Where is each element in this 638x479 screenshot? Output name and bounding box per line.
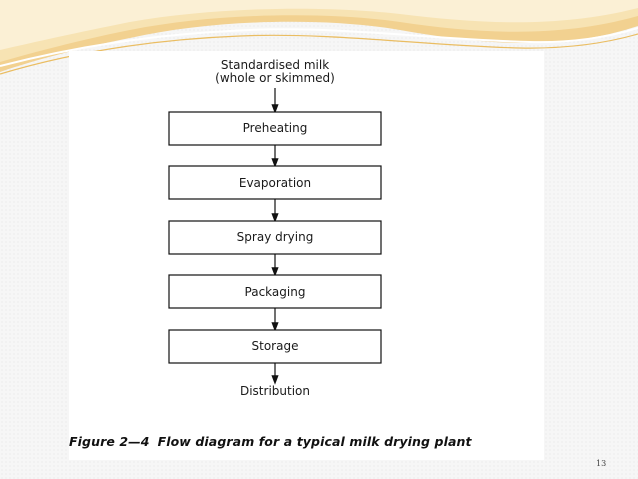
figure-number-label: Figure 2—4 bbox=[69, 434, 150, 449]
output-label: Distribution bbox=[240, 384, 310, 398]
input-label-line1: Standardised milk bbox=[221, 58, 329, 72]
step-box-evaporation bbox=[168, 165, 382, 200]
figure-caption: Figure 2—4 Flow diagram for a typical mil… bbox=[69, 434, 472, 449]
step-label-preheating: Preheating bbox=[243, 121, 308, 135]
step-label-evaporation: Evaporation bbox=[239, 176, 311, 190]
step-box-preheating bbox=[168, 111, 382, 146]
figure-caption-text: Flow diagram for a typical milk drying p… bbox=[157, 434, 472, 449]
figure-panel: Standardised milk (whole or skimmed) Pre… bbox=[69, 51, 544, 460]
milk-drying-flow-diagram: Standardised milk (whole or skimmed) Pre… bbox=[168, 58, 382, 398]
header-swoosh-decoration bbox=[0, 0, 638, 75]
step-label-packaging: Packaging bbox=[245, 285, 306, 299]
step-box-packaging bbox=[168, 274, 382, 309]
step-label-spray-drying: Spray drying bbox=[237, 230, 314, 244]
step-box-spray-drying bbox=[168, 220, 382, 255]
step-label-storage: Storage bbox=[252, 339, 299, 353]
input-label-line2: (whole or skimmed) bbox=[215, 71, 335, 85]
slide-page-number: 13 bbox=[596, 459, 607, 468]
